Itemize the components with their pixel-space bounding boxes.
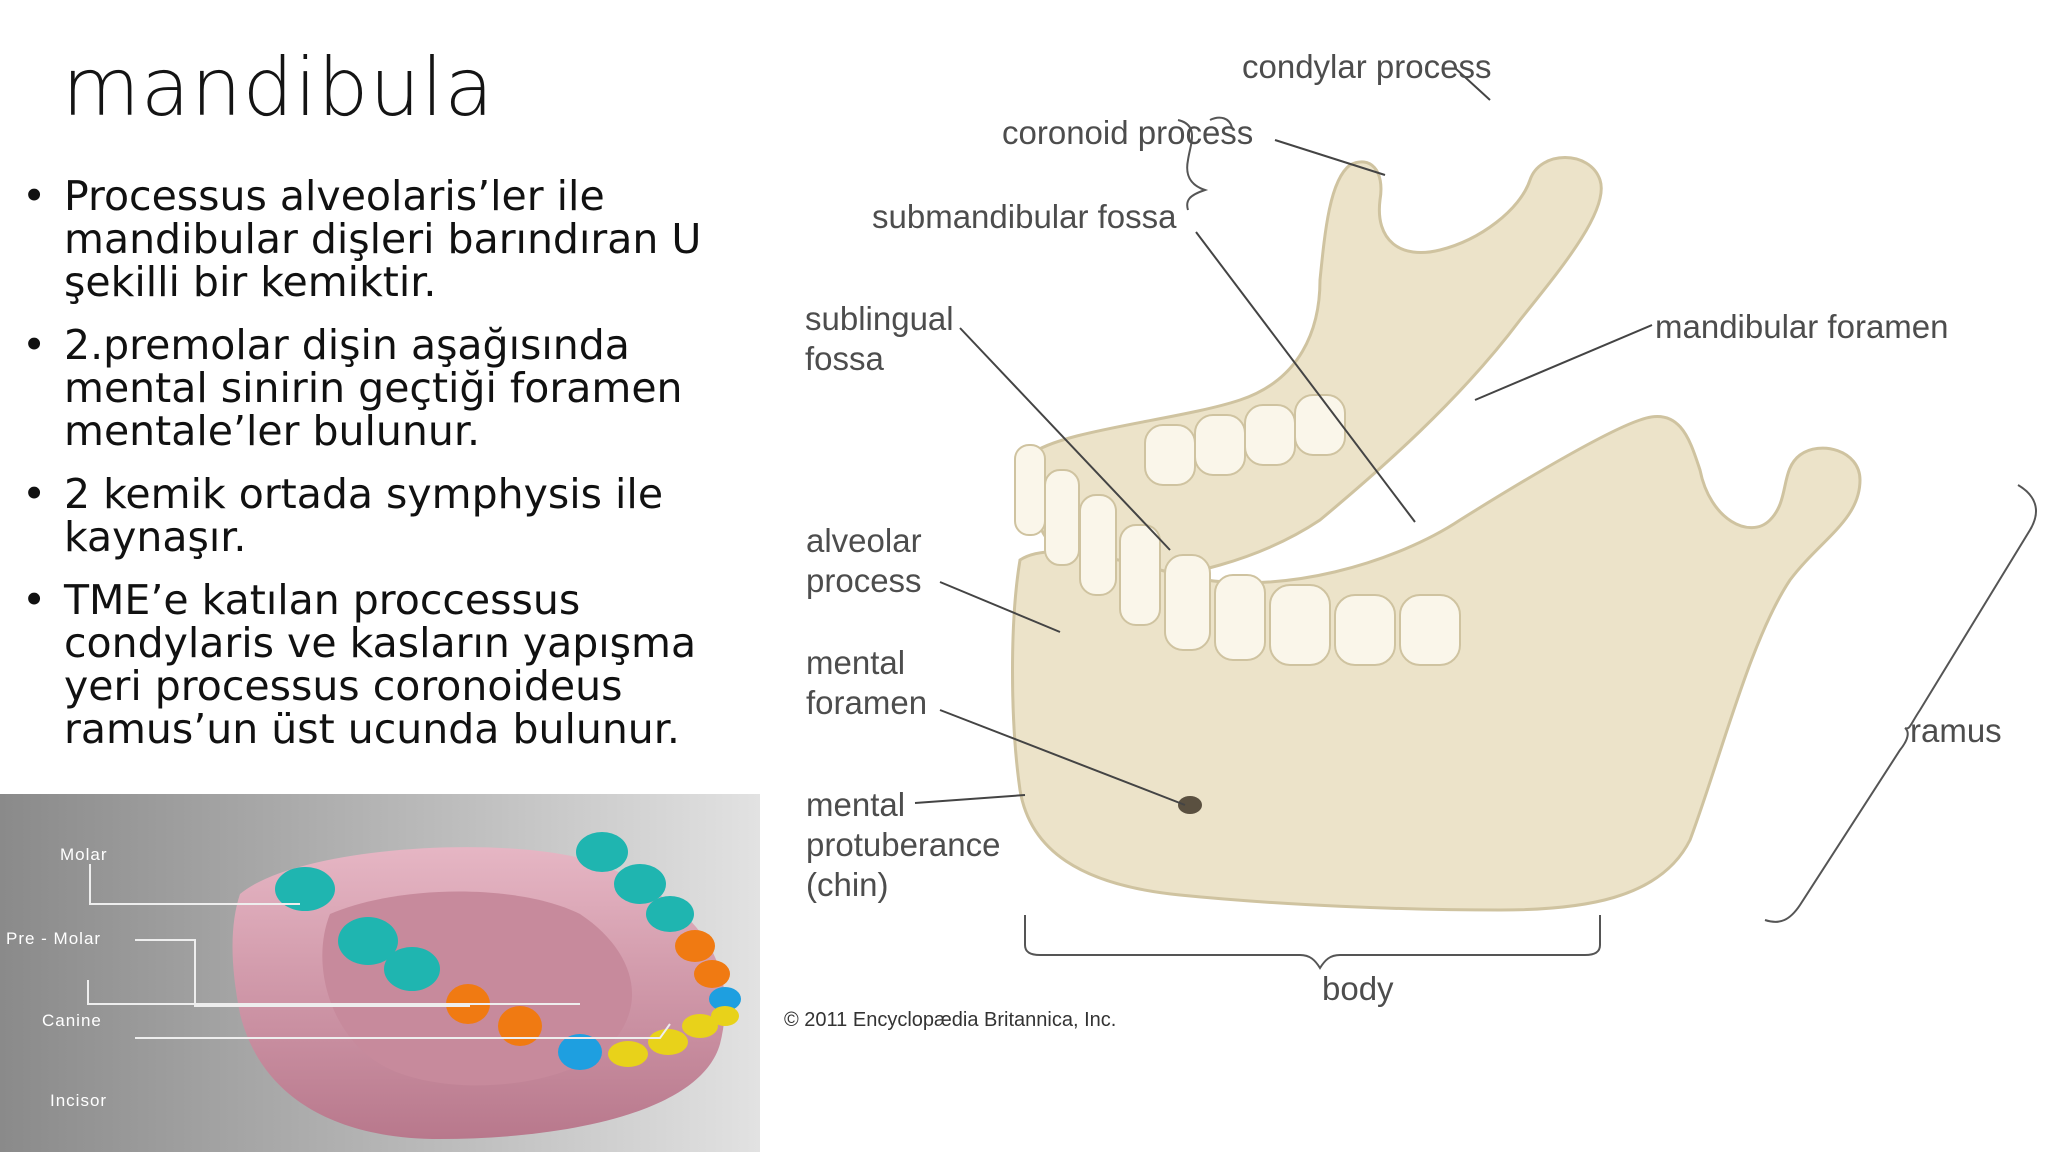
bullet-text: 2.premolar dişin aşağısında mental sinir… — [64, 321, 683, 455]
copyright-text: © 2011 Encyclopædia Britannica, Inc. — [784, 1009, 1116, 1031]
condylar-bracket-icon — [1177, 119, 1209, 211]
label-ramus: ramus — [1910, 712, 2002, 749]
bracket-lines — [1024, 116, 2037, 970]
bullet-icon: • — [22, 576, 47, 624]
bullet-icon: • — [22, 172, 47, 220]
canine-label: Canine — [42, 1011, 102, 1030]
back-teeth-row-icon — [1144, 394, 1346, 486]
label-sublingual-fossa-line2: fossa — [805, 340, 885, 377]
label-submandibular-fossa: submandibular fossa — [872, 198, 1177, 235]
label-body: body — [1322, 970, 1394, 1007]
molar-label: Molar — [60, 845, 108, 864]
label-sublingual-fossa-line1: sublingual — [805, 300, 954, 337]
front-teeth-row-icon — [1014, 444, 1461, 666]
label-mental-foramen-line1: mental — [806, 644, 905, 681]
bullet-icon: • — [22, 470, 47, 518]
canine-teeth-icon — [558, 987, 741, 1070]
incisor-label: Incisor — [50, 1091, 107, 1110]
label-mental-protuberance-line2: protuberance — [806, 826, 1000, 863]
mental-foramen-hole-icon — [1178, 796, 1202, 814]
label-mental-foramen-line2: foramen — [806, 684, 927, 721]
tooth-leader-lines — [87, 864, 671, 1039]
bullet-item: • 2 kemik ortada symphysis ile kaynaşır. — [20, 473, 740, 559]
label-mental-protuberance-line1: mental — [806, 786, 905, 823]
bullet-item: • 2.premolar dişin aşağısında mental sin… — [20, 324, 740, 453]
teeth-arch-image: Molar Pre - Molar Canine Incisor — [0, 794, 760, 1152]
bullet-item: • TME’e katılan proccessus condylaris ve… — [20, 579, 740, 751]
bullet-text: TME’e katılan proccessus condylaris ve k… — [64, 576, 697, 753]
bullet-list: • Processus alveolaris’ler ile mandibula… — [20, 175, 740, 771]
molar-teeth-icon — [275, 832, 694, 991]
label-alveolar-process-line1: alveolar — [806, 522, 922, 559]
mandible-diagram: condylar process coronoid process subman… — [760, 0, 2048, 1152]
slide-title: mandibula — [62, 41, 495, 134]
anatomy-leader-lines — [914, 67, 1653, 806]
body-bracket-icon — [1024, 915, 1601, 970]
bullet-icon: • — [22, 321, 47, 369]
bullet-text: Processus alveolaris’ler ile mandibular … — [64, 172, 702, 306]
bullet-text: 2 kemik ortada symphysis ile kaynaşır. — [64, 470, 664, 561]
ramus-bracket-icon — [1764, 484, 2037, 923]
label-mental-protuberance-line3: (chin) — [806, 866, 889, 903]
label-coronoid-process: coronoid process — [1002, 114, 1253, 151]
premolar-label: Pre - Molar — [6, 929, 101, 948]
bullet-item: • Processus alveolaris’ler ile mandibula… — [20, 175, 740, 304]
label-condylar-process: condylar process — [1242, 48, 1491, 85]
label-mandibular-foramen: mandibular foramen — [1655, 308, 1949, 345]
label-alveolar-process-line2: process — [806, 562, 922, 599]
incisor-teeth-icon — [608, 1006, 739, 1067]
